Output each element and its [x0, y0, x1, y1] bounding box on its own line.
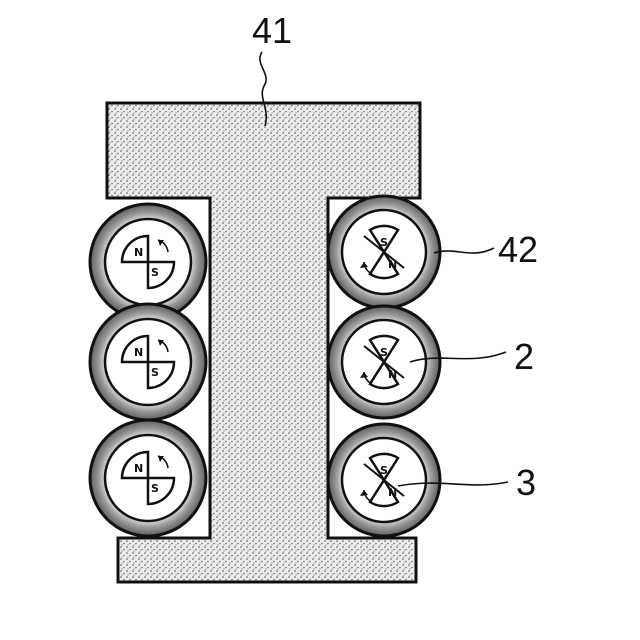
magnet-unit-right-3: S N [328, 424, 440, 536]
pole-north: N [388, 258, 397, 271]
pole-north: N [134, 346, 143, 359]
pole-north: N [134, 246, 143, 259]
magnet-unit-left-3: N S [90, 420, 206, 536]
pole-south: S [151, 366, 159, 379]
magnet-unit-right-1: S N [328, 196, 440, 308]
label-core: 41 [252, 10, 292, 51]
label-ring: 42 [498, 229, 538, 270]
pole-south: S [380, 236, 388, 249]
pole-north: N [388, 486, 397, 499]
magnet-unit-left-2: N S [90, 304, 206, 420]
label-magnet: 2 [514, 336, 534, 377]
pole-south: S [151, 266, 159, 279]
pole-south: S [151, 482, 159, 495]
magnet-unit-right-2: S N [328, 306, 440, 418]
leader-ring [434, 248, 494, 253]
pole-north: N [388, 368, 397, 381]
label-sector: 3 [516, 462, 536, 503]
pole-south: S [380, 464, 388, 477]
pole-north: N [134, 462, 143, 475]
pole-south: S [380, 346, 388, 359]
